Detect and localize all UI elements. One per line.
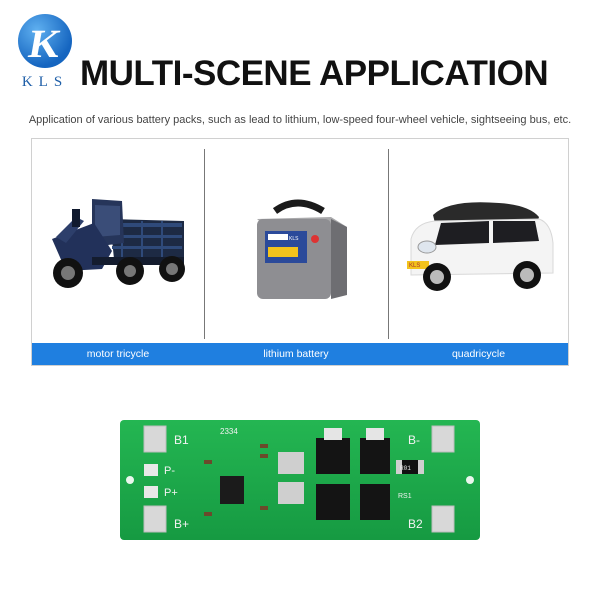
lithium-battery-photo: KLS	[257, 199, 347, 299]
brand-logo: K KLS	[14, 14, 76, 94]
scene-lithium-battery: KLS	[205, 139, 387, 345]
logo-mark: K	[25, 21, 65, 66]
scene-caption-bar: motor tricycle lithium battery quadricyc…	[32, 343, 568, 365]
application-scenes-panel: KLS KLS motor tricycle	[31, 138, 569, 366]
pad-label-b-minus: B-	[408, 433, 420, 447]
caption-quadricycle: quadricycle	[451, 348, 506, 360]
scene-motor-tricycle	[32, 139, 204, 345]
motor-tricycle-photo	[52, 199, 185, 288]
resistor-marking: R01	[400, 465, 411, 472]
pad-label-b1: B1	[174, 433, 189, 447]
silkscreen-code: 2334	[220, 427, 238, 436]
pad-label-b2: B2	[408, 517, 423, 531]
logo-circle-icon	[18, 14, 72, 68]
scene-divider	[388, 149, 389, 339]
scene-quadricycle: KLS	[389, 139, 568, 345]
page-subtitle: Application of various battery packs, su…	[28, 114, 572, 126]
logo-text: KLS	[21, 74, 69, 90]
caption-lithium-battery: lithium battery	[263, 348, 329, 360]
silkscreen-rs1: RS1	[398, 493, 412, 500]
page-title: MULTI-SCENE APPLICATION	[80, 54, 549, 93]
pad-label-p-plus: P+	[164, 487, 178, 499]
car-plate-text: KLS	[409, 263, 420, 269]
caption-motor-tricycle: motor tricycle	[86, 348, 150, 360]
pad-label-p-minus: P-	[164, 465, 175, 477]
pad-label-b-plus: B+	[174, 517, 189, 531]
battery-label-text: KLS	[289, 236, 299, 242]
quadricycle-photo: KLS	[407, 202, 554, 291]
bms-circuit-board: B1 B+ B- B2 P- P+ 2334 R01 RS1	[120, 420, 480, 545]
scene-divider	[204, 149, 205, 339]
pcb-board-photo: B1 B+ B- B2 P- P+ 2334 R01 RS1	[120, 420, 480, 540]
